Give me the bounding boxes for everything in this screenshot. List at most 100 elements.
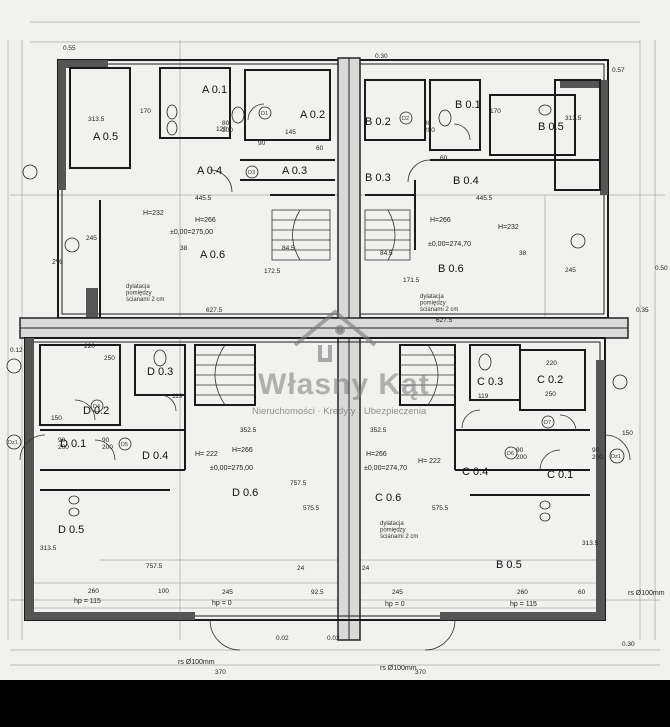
level-annotations: H=266 ±0,00=275,00 H=266 ±0,00=274,70 H=…: [143, 210, 519, 472]
hp-mid: hp = 0: [212, 600, 232, 607]
dim-bottom-7: 60: [578, 589, 586, 596]
room-label-a02: A 0.2: [300, 109, 325, 121]
rs-right: rs Ø100mm: [380, 665, 417, 672]
room-label-b06: B 0.6: [438, 263, 464, 275]
height-232-a: H=232: [143, 210, 164, 217]
dim-row2-3: 84.5: [282, 245, 295, 252]
dim-bottom-1: 260: [88, 588, 99, 595]
room-label-b05: B 0.5: [538, 121, 564, 133]
height-232-b: H=232: [498, 224, 519, 231]
party-wall: [337, 57, 361, 641]
dim-row1-6: 60: [316, 145, 324, 152]
dim-row1-2: 170: [140, 108, 151, 115]
room-label-c06: C 0.6: [375, 492, 401, 504]
dim-row1-9: 313.5: [565, 115, 582, 122]
floor-plan-sheet: A 0.1 A 0.2 A 0.3 A 0.4 A 0.5 A 0.6 B 0.…: [0, 0, 670, 680]
dim-bottom-4: 245: [392, 589, 403, 596]
axis-markers: [6, 164, 628, 390]
exterior-walls-lower: [24, 337, 606, 621]
dim-top-6: 0.50: [655, 265, 668, 272]
door-tag-6: D6: [507, 451, 514, 457]
exterior-walls-upper: [57, 59, 609, 319]
dim-bottom-10: 0.30: [622, 641, 635, 648]
height-b: H=266: [430, 217, 451, 224]
dim-mid-4: 757.5: [290, 480, 307, 487]
dim-bottom-3: 245: [222, 589, 233, 596]
dim-misc-12: 38: [519, 250, 527, 257]
door-tag-9: Dz1: [611, 454, 621, 460]
dim-bottom-5: 92.5: [311, 589, 324, 596]
dimension-values: 0.55 445.5 0.30 445.5 0.57 0.50 313.5 17…: [10, 45, 668, 676]
dim-bottom-2: 100: [158, 588, 169, 595]
dim-top-1: 0.55: [63, 45, 76, 52]
dim-misc-13: 245: [86, 235, 97, 242]
dim-row2-4: 84.5: [380, 250, 393, 257]
room-labels: A 0.1 A 0.2 A 0.3 A 0.4 A 0.5 A 0.6 B 0.…: [58, 84, 573, 571]
room-label-a06: A 0.6: [200, 249, 225, 261]
dim-bottom-11: 0.02: [276, 635, 289, 642]
stairs-lower: [195, 344, 455, 406]
dim-mid-1: 352.5: [240, 427, 257, 434]
level-a: ±0,00=275,00: [170, 229, 213, 236]
dim-mid-6: 575.5: [432, 505, 449, 512]
dim-mid-7: 313.5: [40, 545, 57, 552]
rs-left: rs Ø100mm: [178, 659, 215, 666]
room-label-c03: C 0.3: [477, 376, 503, 388]
rs-right-mid: rs Ø100mm: [628, 590, 665, 597]
dim-bottom-13: 0.12: [10, 347, 23, 354]
room-label-b01: B 0.1: [455, 99, 481, 111]
dim-misc-5: 119: [172, 393, 183, 400]
dim-top-5: 0.57: [612, 67, 625, 74]
dim-misc-7: 150: [51, 415, 62, 422]
dim-top-3: 0.30: [375, 53, 388, 60]
height-d: H=266: [232, 447, 253, 454]
middle-wall: [19, 317, 629, 339]
slope: 2%: [52, 259, 62, 266]
dim-mid-5: 575.5: [303, 505, 320, 512]
room-label-d02: D 0.2: [83, 405, 109, 417]
dim-row1-3: 90: [258, 140, 266, 147]
room-label-d04: D 0.4: [142, 450, 168, 462]
dim-misc-11: 38: [180, 245, 188, 252]
dim-bottom-9: 370: [415, 669, 426, 676]
door-tag-5: D5: [121, 442, 128, 448]
dim-row2-6: 171.5: [403, 277, 420, 284]
dim-bottom-14: 0.35: [636, 307, 649, 314]
room-label-a03: A 0.3: [282, 165, 307, 177]
dim-misc-9: 24: [297, 565, 305, 572]
room-label-c04: C 0.4: [462, 466, 488, 478]
height-a: H=266: [195, 217, 216, 224]
level-d: ±0,00=275,00: [210, 465, 253, 472]
sanitary-fixtures: [68, 104, 552, 522]
height-222-c: H= 222: [418, 458, 441, 465]
room-label-d06: D 0.6: [232, 487, 258, 499]
door-tags: D1 D2 D3 D4 D5 D6 D7 Dz1 Dz1: [8, 111, 621, 460]
level-c: ±0,00=274,70: [364, 465, 407, 472]
dim-row2-1: 627.5: [206, 307, 223, 314]
room-label-b04: B 0.4: [453, 175, 479, 187]
dim-misc-6: 119: [478, 393, 489, 400]
height-222-d: H= 222: [195, 451, 218, 458]
dim-row1-7: 170: [490, 108, 501, 115]
room-label-b05-bottom: B 0.5: [496, 559, 522, 571]
dim-misc-3: 220: [84, 343, 95, 350]
floor-plan-drawing: A 0.1 A 0.2 A 0.3 A 0.4 A 0.5 A 0.6 B 0.…: [6, 21, 668, 676]
thick-walls-lower: [25, 338, 605, 620]
dim-row2-5: 172.5: [264, 268, 281, 275]
door-tag-circles: [6, 106, 625, 464]
dim-mid-8: 313.5: [582, 540, 599, 547]
room-label-a04: A 0.4: [197, 165, 222, 177]
room-label-d05: D 0.5: [58, 524, 84, 536]
dim-bottom-8: 370: [215, 669, 226, 676]
hp-right: hp = 115: [510, 601, 537, 608]
thick-walls-upper: [58, 60, 608, 318]
dim-row1-4: 120: [216, 126, 227, 133]
stairs-upper: [271, 209, 411, 261]
